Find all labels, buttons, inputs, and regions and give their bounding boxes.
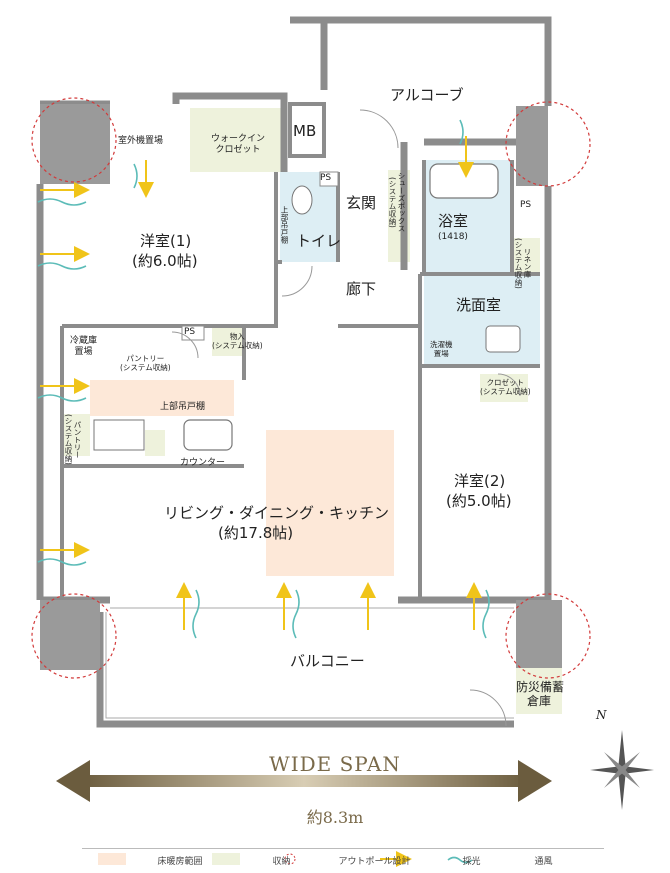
label-shoes-box: シューズボックス (システム収納) xyxy=(388,172,406,232)
door-swings xyxy=(171,109,521,727)
label-western2: 洋室(2) xyxy=(454,472,506,490)
label-upper-shelf: 上部吊戸棚 xyxy=(160,402,206,412)
washroom-fill xyxy=(424,274,540,364)
label-balcony: バルコニー xyxy=(290,652,365,670)
legend-storage-swatch xyxy=(212,853,240,865)
label-entrance: 玄関 xyxy=(346,194,377,212)
legend-wind-icon xyxy=(447,856,473,864)
label-ps-2: PS xyxy=(184,327,196,337)
mb-box xyxy=(288,102,326,158)
label-storage-in: 物入 (システム収納) xyxy=(212,332,263,350)
walkin-closet-fill xyxy=(190,108,284,172)
label-ldk: リビング・ダイニング・キッチン xyxy=(164,504,390,522)
span-width: 約8.3m xyxy=(306,808,364,827)
bathtub xyxy=(429,163,499,199)
closet-fill xyxy=(480,374,528,402)
legend-outpole-label: アウトポール設計 xyxy=(338,856,411,867)
light-arrows xyxy=(40,136,482,630)
floor-heating-kitchen xyxy=(90,380,234,416)
label-bath-size: (1418) xyxy=(438,232,468,242)
kitchen-sink xyxy=(183,419,233,451)
label-counter: カウンター xyxy=(180,458,226,468)
label-walkin: ウォークイン クロゼット xyxy=(210,134,265,155)
wind-waves xyxy=(37,119,490,639)
legend: 床暖房範囲 収納 アウトポール設計 採光 通風 xyxy=(82,848,604,871)
label-upper-shelf-v: 上部吊戸棚 xyxy=(280,206,289,244)
label-washroom: 洗面室 xyxy=(456,296,502,314)
label-toilet: トイレ xyxy=(296,232,342,250)
disaster-fill xyxy=(516,668,562,714)
storage-in-fill xyxy=(212,326,242,356)
label-western2-size: (約5.0帖) xyxy=(446,492,512,510)
label-closet: クロゼット (システム収納) xyxy=(480,378,531,396)
legend-storage-label: 収納 xyxy=(272,856,291,867)
label-mb: MB xyxy=(293,122,317,140)
label-linen: リネン庫 (システム収納) xyxy=(514,238,532,289)
label-ps-3: PS xyxy=(520,200,532,210)
compass-icon xyxy=(590,730,654,810)
columns xyxy=(40,104,562,670)
label-western1-size: (約6.0帖) xyxy=(132,252,198,270)
toilet-fill xyxy=(280,172,338,262)
ps-box-1 xyxy=(319,171,339,187)
label-ldk-size: (約17.8帖) xyxy=(218,524,294,542)
label-washer: 洗濯機 置場 xyxy=(430,340,453,358)
legend-floor-label: 床暖房範囲 xyxy=(157,856,203,867)
interior-walls xyxy=(60,160,540,600)
label-fridge: 冷蔵庫 置場 xyxy=(70,336,98,357)
label-disaster: 防災備蓄 倉庫 xyxy=(516,680,565,709)
pantry-v-fill xyxy=(62,414,90,456)
span-arrow xyxy=(56,760,552,802)
label-alcove: アルコーブ xyxy=(390,86,464,104)
legend-floor-swatch xyxy=(98,853,126,865)
toilet-bowl xyxy=(291,185,313,215)
wash-basin xyxy=(485,325,521,353)
label-bath: 浴室 xyxy=(438,212,469,230)
outpole-circles xyxy=(31,97,591,679)
span-title: WIDE SPAN xyxy=(269,752,401,776)
label-western1: 洋室(1) xyxy=(140,232,192,250)
label-pantry: パントリー (システム収納) xyxy=(120,354,171,372)
legend-outpole-icon xyxy=(284,853,296,865)
label-outdoor-unit: 室外機置場 xyxy=(118,136,164,146)
label-pantry-v: パントリー (システム収納) xyxy=(64,414,82,465)
north-label: N xyxy=(596,708,607,722)
label-ps-1: PS xyxy=(320,173,332,183)
balcony-railing xyxy=(105,607,514,719)
floor-heating-ldk xyxy=(266,430,394,576)
stove xyxy=(93,419,145,451)
linen-fill xyxy=(512,238,540,274)
counter-fill xyxy=(145,430,165,456)
legend-light-label: 採光 xyxy=(462,856,481,867)
legend-wind-label: 通風 xyxy=(534,856,553,867)
label-hallway: 廊下 xyxy=(346,280,377,298)
